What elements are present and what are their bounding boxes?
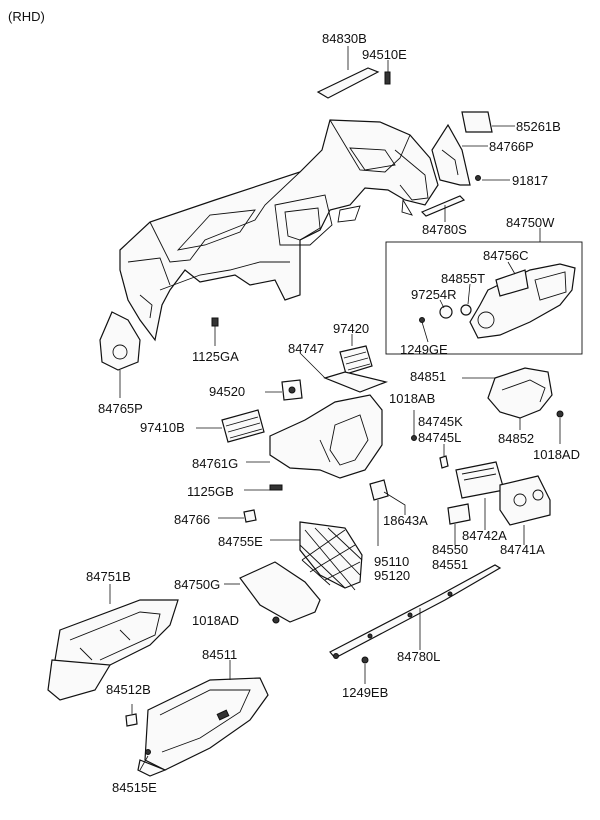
glove-box-housing-84751b — [47, 584, 179, 701]
label-84755e[interactable]: 84755E — [218, 534, 263, 549]
label-84855t[interactable]: 84855T — [441, 271, 486, 286]
latch-84512b — [125, 713, 138, 727]
label-84741a[interactable]: 84741A — [500, 542, 545, 557]
switch-panel-84741a — [499, 475, 551, 545]
screw-1018ab — [411, 435, 417, 441]
duct-84747 — [323, 371, 389, 393]
lamp-18643a — [369, 479, 406, 546]
label-84756c[interactable]: 84756C — [483, 248, 529, 263]
label-84780l[interactable]: 84780L — [397, 649, 441, 664]
label-84747[interactable]: 84747 — [288, 341, 325, 356]
side-cover-84766p — [431, 123, 471, 186]
screw-1249eb — [361, 656, 369, 664]
vent-97420 — [339, 334, 373, 375]
label-84751b[interactable]: 84751B — [86, 569, 131, 584]
label-94510e[interactable]: 94510E — [362, 47, 407, 62]
label-97254r[interactable]: 97254R — [411, 287, 457, 302]
label-1125ga[interactable]: 1125GA — [192, 349, 239, 364]
label-1249eb[interactable]: 1249EB — [342, 685, 389, 700]
label-18643a[interactable]: 18643A — [383, 513, 428, 528]
crash-pad-assembly — [119, 119, 439, 342]
clip-84766 — [243, 509, 257, 523]
clip-94510e — [384, 71, 391, 85]
label-95110[interactable]: 95110 — [374, 554, 410, 569]
label-84761g[interactable]: 84761G — [192, 456, 239, 471]
label-97420[interactable]: 97420 — [333, 321, 370, 336]
speaker-94520 — [265, 379, 303, 401]
switch-97254r — [439, 305, 453, 319]
label-1018ad-right[interactable]: 1018AD — [533, 447, 580, 462]
label-84851[interactable]: 84851 — [410, 369, 447, 384]
stopper-84515e — [145, 749, 151, 755]
glove-box-84511 — [137, 660, 269, 777]
label-84551[interactable]: 84551 — [432, 557, 469, 572]
side-cover-84765p — [99, 311, 141, 371]
label-84742a[interactable]: 84742A — [462, 528, 507, 543]
label-1018ab[interactable]: 1018AB — [389, 391, 436, 406]
label-84512b[interactable]: 84512B — [106, 682, 151, 697]
label-84750g[interactable]: 84750G — [174, 577, 221, 592]
knob-84855t — [460, 304, 472, 316]
label-85261b[interactable]: 85261B — [516, 119, 561, 134]
center-fascia-box — [385, 228, 583, 355]
label-1249ge[interactable]: 1249GE — [400, 342, 448, 357]
lower-panel-84761g — [246, 394, 383, 479]
bolt-1125ga — [211, 317, 219, 346]
screw-1249ge — [419, 317, 425, 323]
cover-84745k — [439, 455, 449, 469]
label-84765p[interactable]: 84765P — [98, 401, 143, 416]
label-84550[interactable]: 84550 — [432, 542, 469, 557]
label-97410b[interactable]: 97410B — [140, 420, 185, 435]
trim-84780l — [329, 564, 502, 659]
bolt-1125gb — [244, 484, 283, 491]
switch-84550 — [447, 503, 471, 525]
lower-panel-84750g — [224, 561, 321, 623]
label-84515e[interactable]: 84515E — [112, 780, 157, 795]
label-1125gb[interactable]: 1125GB — [187, 484, 234, 499]
label-84766[interactable]: 84766 — [174, 512, 211, 527]
trim-84780s — [420, 195, 466, 217]
label-84830b[interactable]: 84830B — [322, 31, 367, 46]
label-91817[interactable]: 91817 — [512, 173, 549, 188]
variant-label: (RHD) — [8, 9, 45, 24]
screw-1018ad-right — [556, 410, 564, 418]
screw-91817 — [475, 175, 481, 181]
vent-97410b — [196, 409, 265, 443]
label-95120[interactable]: 95120 — [374, 568, 411, 583]
pad-85261b — [461, 111, 493, 133]
label-84745k[interactable]: 84745K — [418, 414, 463, 429]
label-84750w[interactable]: 84750W — [506, 215, 555, 230]
label-84780s[interactable]: 84780S — [422, 222, 467, 237]
label-1018ad-left[interactable]: 1018AD — [192, 613, 239, 628]
shroud-84851 — [462, 367, 553, 430]
panel-84830b — [316, 67, 380, 99]
grille-84756c — [495, 269, 529, 297]
label-84745l[interactable]: 84745L — [418, 430, 462, 445]
label-84852[interactable]: 84852 — [498, 431, 535, 446]
label-84766p[interactable]: 84766P — [489, 139, 534, 154]
label-94520[interactable]: 94520 — [209, 384, 246, 399]
label-84511[interactable]: 84511 — [202, 647, 238, 662]
grille-84755e — [270, 521, 363, 591]
